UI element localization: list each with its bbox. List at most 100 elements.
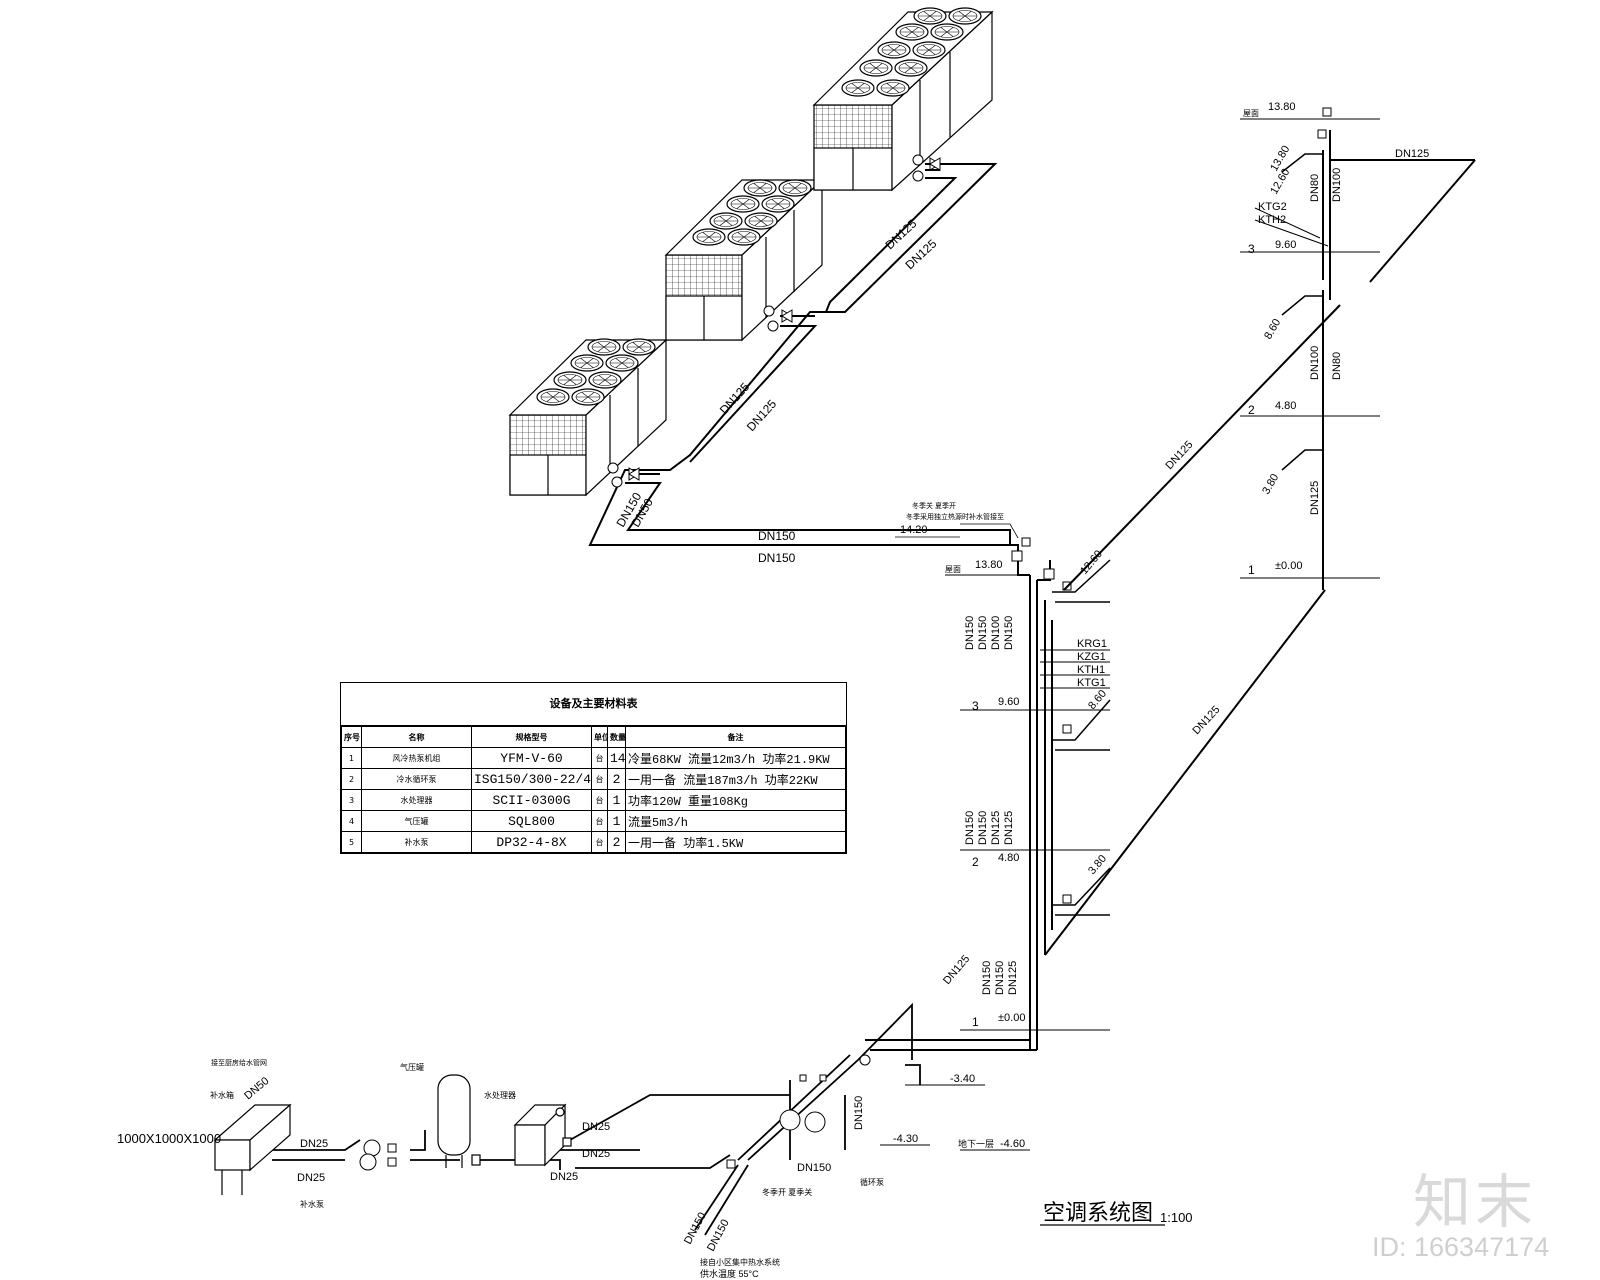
connector-pipes: [865, 130, 1476, 1051]
water-treat-label: 水处理器: [484, 1090, 516, 1100]
pressure-tank: [437, 1074, 481, 1168]
label-dn125-diag-a: DN125: [1163, 439, 1195, 472]
heat-pump-unit-1: [508, 338, 668, 497]
right-branch-lines: [1281, 153, 1323, 471]
left-elev-860: 8.60: [1086, 688, 1109, 712]
tank-size: 1000X1000X1000: [117, 1131, 221, 1146]
header-cell: 名称: [361, 726, 472, 748]
basement-dn25-d: DN25: [582, 1148, 610, 1160]
table-cell: 1: [341, 747, 362, 769]
table-cell: 2: [341, 768, 362, 790]
table-cell: 台: [591, 810, 608, 832]
watermark-logo: 知末: [1413, 1168, 1538, 1236]
table-cell: YFM-V-60: [471, 747, 592, 769]
pressure-tank-label: 气压罐: [400, 1062, 424, 1072]
left-size-mid-2: DN150: [977, 811, 989, 845]
table-row: 2 冷水循环泵 ISG150/300-22/4 台 2 一用一备 流量187m3…: [341, 768, 846, 790]
left-size-low-2: DN150: [994, 961, 1006, 995]
basement-labels: -3.40 -4.30 地下一层 -4.60 补水箱 1000X1000X100…: [117, 1058, 1025, 1279]
left-floor-3-elev: 9.60: [998, 696, 1019, 708]
tank-label: 补水箱: [210, 1090, 234, 1100]
basement-level-label: 地下一层: [958, 1138, 994, 1149]
table-cell: 台: [591, 831, 608, 853]
right-elev-1260: 12.60: [1268, 167, 1292, 197]
table-cell: 一用一备 功率1.5KW: [625, 831, 846, 853]
circulation-pumps: [726, 1054, 871, 1169]
header-cell: 备注: [625, 726, 846, 748]
left-size-mid-3: DN125: [990, 811, 1002, 845]
label-dn150-b: DN150: [758, 529, 796, 543]
right-floor-3-num: 3: [1248, 242, 1255, 256]
table-cell: 台: [591, 768, 608, 790]
left-size-low-3: DN125: [1007, 961, 1019, 995]
table-cell: 水处理器: [361, 789, 472, 811]
left-size-mid-4: DN125: [1003, 811, 1015, 845]
left-size-upper-3: DN100: [990, 616, 1002, 650]
note-leader: [960, 523, 1019, 539]
basement-dn25-a: DN25: [300, 1138, 328, 1150]
basement-dn150-d1: DN150: [682, 1211, 709, 1247]
left-size-low-1: DN150: [981, 961, 993, 995]
left-size-upper-2: DN150: [977, 616, 989, 650]
table-cell: ISG150/300-22/4: [471, 768, 592, 790]
left-size-upper-4: DN150: [1003, 616, 1015, 650]
right-riser-labels: 屋面 13.80 13.80 12.60 KTG2 KTH2 3 9.60 8.…: [941, 101, 1429, 987]
table-row: 5 补水泵 DP32-4-8X 台 2 一用一备 功率1.5KW: [341, 831, 846, 853]
left-floor-3-num: 3: [972, 699, 979, 713]
equipment-table-title: 设备及主要材料表: [341, 683, 846, 726]
table-cell: 14: [607, 747, 626, 769]
water-treatment-unit: [513, 1103, 572, 1167]
right-floor-lines: [1240, 118, 1380, 579]
label-top-elev: 14.20: [900, 524, 928, 536]
right-floor-1-num: 1: [1248, 563, 1255, 577]
heat-pump-unit-3: [812, 7, 994, 192]
right-roof-label: 屋面: [1243, 109, 1259, 118]
basement-piping: [272, 1002, 921, 1236]
label-dn125-a: DN125: [882, 216, 919, 252]
label-dn80-top: DN80: [1309, 174, 1321, 202]
right-floor-3-elev: 9.60: [1275, 239, 1296, 251]
table-cell: 台: [591, 747, 608, 769]
label-dn125-diag-b: DN125: [1190, 704, 1222, 737]
left-pipe-id-4: KTG1: [1077, 677, 1106, 689]
left-riser-pipes: [1017, 557, 1053, 1050]
left-size-mid-1: DN150: [964, 811, 976, 845]
label-dn125-right: DN125: [1309, 481, 1321, 515]
label-dn150-c: DN150: [758, 551, 796, 565]
table-cell: 一用一备 流量187m3/h 功率22KW: [625, 768, 846, 790]
table-cell: SCII-0300G: [471, 789, 592, 811]
drawing-scale: 1:100: [1160, 1210, 1193, 1225]
right-pipe-id-2: KTH2: [1258, 214, 1286, 226]
note-season: 冬季关 夏季开: [912, 501, 956, 510]
makeup-pumps: [359, 1139, 397, 1171]
table-cell: 流量5m3/h: [625, 810, 846, 832]
tank-note: 接至厨房给水管网: [211, 1058, 267, 1067]
right-elev-380: 3.80: [1260, 472, 1281, 497]
basement-dn150-h: DN150: [797, 1162, 831, 1174]
table-header-row: 序号 名称 规格型号 单位 数量 备注: [341, 726, 846, 748]
right-elev-860: 8.60: [1262, 317, 1283, 342]
basement-dn150-d2: DN150: [705, 1218, 732, 1254]
label-dn100-top: DN100: [1331, 168, 1343, 202]
right-floor-2-elev: 4.80: [1275, 400, 1296, 412]
left-riser-labels: 屋面 13.80 12.60 8.60 3.80 KRG1 KZG1 KTH1 …: [945, 548, 1109, 1029]
table-cell: 2: [607, 831, 626, 853]
makeup-pump-label: 补水泵: [300, 1199, 324, 1209]
watermark-id: ID: 166347174: [1372, 1232, 1550, 1262]
table-cell: 2: [607, 768, 626, 790]
left-floor-lines: [945, 574, 1110, 1031]
left-floor-1-elev: ±0.00: [998, 1012, 1025, 1024]
elev-minus-430: -4.30: [893, 1133, 918, 1145]
table-row: 3 水处理器 SCII-0300G 台 1 功率120W 重量108Kg: [341, 789, 846, 811]
header-cell: 规格型号: [471, 726, 592, 748]
table-cell: 冷水循环泵: [361, 768, 472, 790]
equipment-table-grid: 序号 名称 规格型号 单位 数量 备注 1 风冷热泵机组 YFM-V-60 台 …: [341, 726, 846, 853]
left-pipe-id-2: KZG1: [1077, 651, 1106, 663]
table-cell: SQL800: [471, 810, 592, 832]
circ-pump-label: 循环泵: [860, 1177, 884, 1187]
table-cell: 气压罐: [361, 810, 472, 832]
table-cell: 1: [607, 810, 626, 832]
left-pipe-id-3: KTH1: [1077, 664, 1105, 676]
basement-dn150-v: DN150: [853, 1096, 865, 1130]
